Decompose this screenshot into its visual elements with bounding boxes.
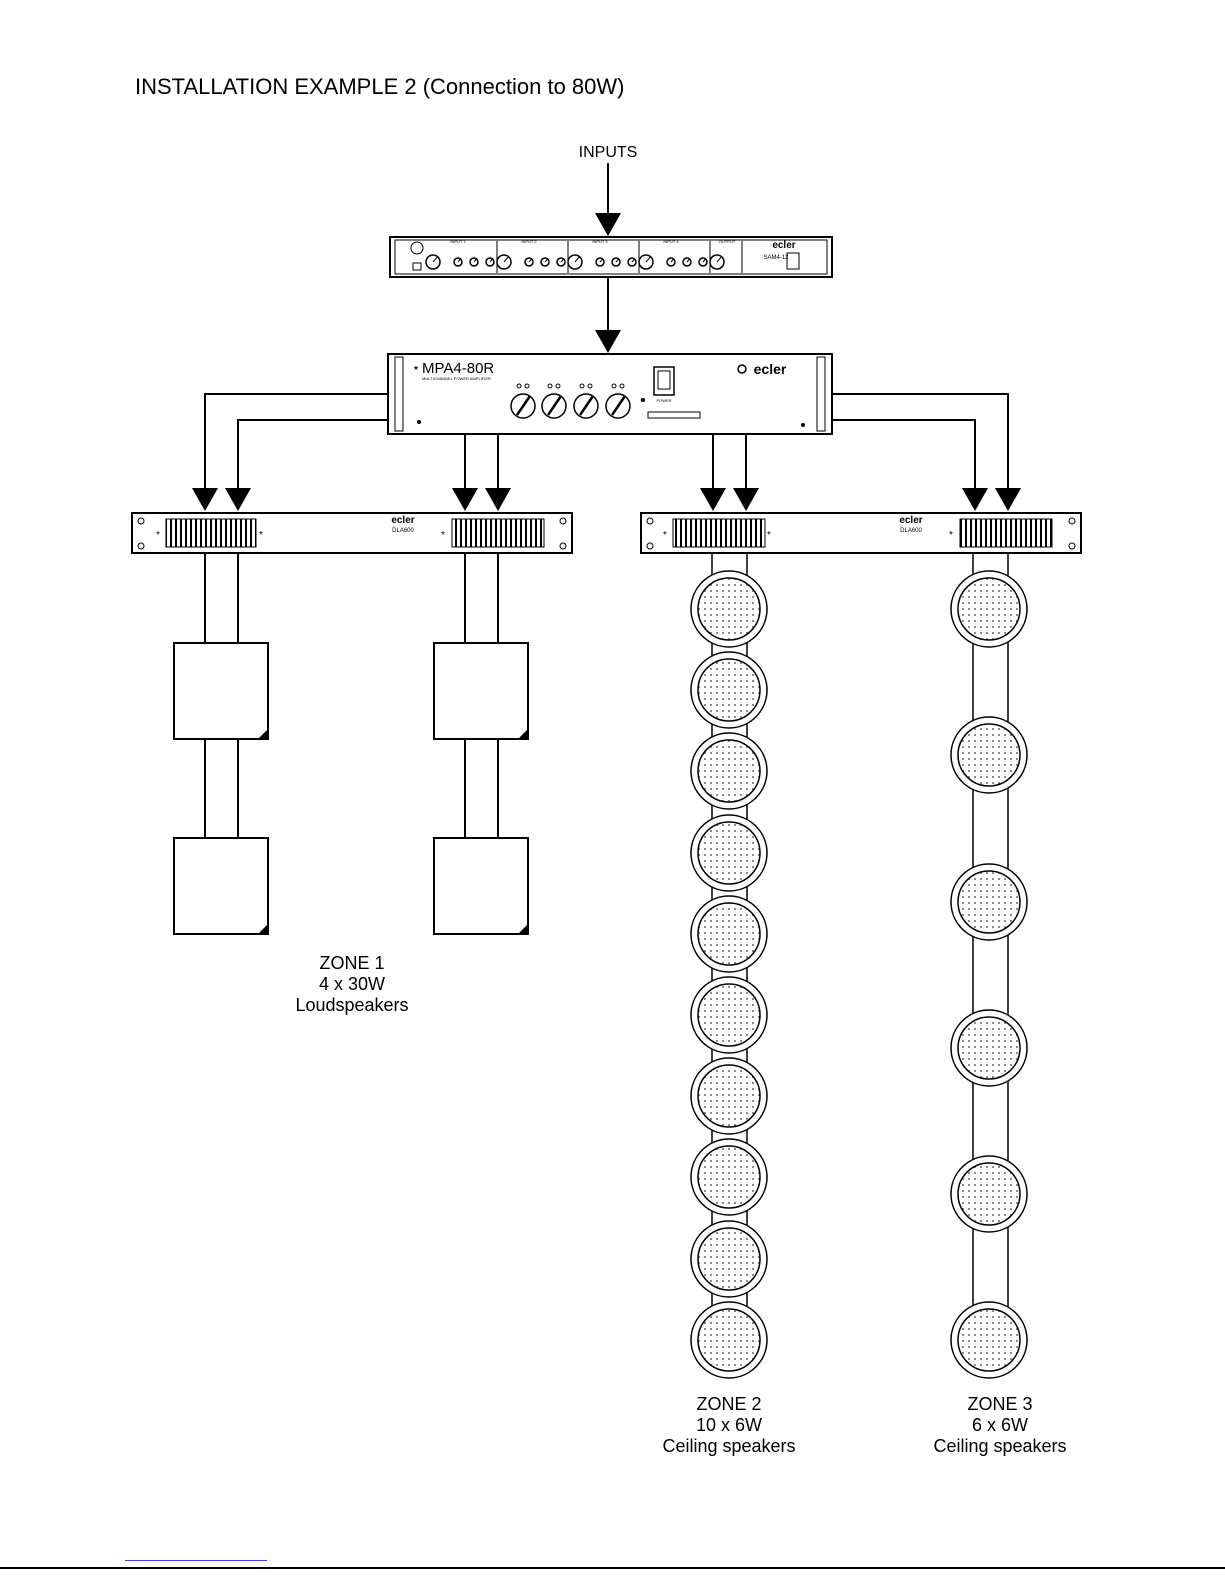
zone1-label: ZONE 1 4 x 30W Loudspeakers: [268, 953, 436, 1016]
preamp-input4-label: INPUT 4: [663, 239, 679, 244]
svg-text:*: *: [414, 365, 418, 376]
zone3-ceiling-speakers: [951, 571, 1027, 1378]
zone1-loudspeakers: [174, 643, 528, 934]
amp-power-label: POWER: [656, 398, 671, 403]
transformer-right-brand: ecler: [899, 515, 922, 526]
inputs-label: INPUTS: [579, 144, 638, 161]
loudspeaker-box: [174, 838, 268, 934]
preamp-input2-label: INPUT 2: [521, 239, 537, 244]
preamp-input1-label: INPUT 1: [450, 239, 466, 244]
preamp-brand: ecler: [772, 240, 795, 251]
input-arrow: [595, 163, 621, 236]
zone1-type: Loudspeakers: [268, 995, 436, 1016]
ceiling-speaker: [951, 1302, 1027, 1378]
transformer-unit-right: ecler DLA600 * * *: [641, 513, 1081, 553]
loudspeaker-box: [434, 643, 528, 739]
zone3-label: ZONE 3 6 x 6W Ceiling speakers: [905, 1394, 1095, 1457]
svg-text:*: *: [259, 530, 263, 541]
ceiling-speaker: [691, 652, 767, 728]
transformer-unit-left: ecler DLA600 * * *: [132, 513, 572, 553]
transformer-left-model: DLA600: [392, 528, 414, 534]
ceiling-speaker: [691, 896, 767, 972]
zone3-name: ZONE 3: [905, 1394, 1095, 1415]
transformer-left-brand: ecler: [391, 515, 414, 526]
svg-text:*: *: [663, 530, 667, 541]
zone1-name: ZONE 1: [268, 953, 436, 974]
ceiling-speaker: [951, 864, 1027, 940]
preamp-model: SAM4-12: [763, 255, 789, 261]
zone3-count: 6 x 6W: [905, 1415, 1095, 1436]
transformer-right-model: DLA600: [900, 528, 922, 534]
zone2-type: Ceiling speakers: [640, 1436, 818, 1457]
ceiling-speaker: [691, 815, 767, 891]
loudspeaker-box: [434, 838, 528, 934]
zone2-ceiling-speakers: [691, 571, 767, 1378]
zone3-type: Ceiling speakers: [905, 1436, 1095, 1457]
preamp-to-amp-arrow: [595, 278, 621, 353]
preamp-mixer-unit: INPUT 1 INPUT 2 INPUT 3 INPUT 4 OUTPUT e…: [390, 237, 832, 277]
ceiling-speaker: [691, 1139, 767, 1215]
ceiling-speaker: [951, 1156, 1027, 1232]
preamp-output-label: OUTPUT: [719, 239, 736, 244]
amp-output-arrowheads: [192, 488, 1021, 511]
footer-rule: [0, 1567, 1225, 1569]
svg-text:*: *: [949, 530, 953, 541]
footer-link-underline: [125, 1560, 267, 1561]
svg-text:*: *: [767, 530, 771, 541]
ceiling-speaker: [951, 717, 1027, 793]
ceiling-speaker: [691, 1302, 767, 1378]
ceiling-speaker: [951, 571, 1027, 647]
amp-subtitle: MULTICHANNEL POWER AMPLIFIER: [422, 376, 491, 381]
ceiling-speaker: [691, 733, 767, 809]
loudspeaker-box: [174, 643, 268, 739]
zone1-count: 4 x 30W: [268, 974, 436, 995]
ceiling-speaker: [691, 977, 767, 1053]
ceiling-speaker: [691, 571, 767, 647]
amp-model: MPA4-80R: [422, 360, 494, 377]
ceiling-speaker: [691, 1058, 767, 1134]
amp-brand: ecler: [754, 361, 787, 377]
svg-text:*: *: [156, 530, 160, 541]
power-amplifier-unit: MPA4-80R MULTICHANNEL POWER AMPLIFIER * …: [388, 354, 832, 434]
ceiling-speaker: [691, 1221, 767, 1297]
preamp-input3-label: INPUT 3: [592, 239, 608, 244]
zone2-name: ZONE 2: [640, 1394, 818, 1415]
zone2-count: 10 x 6W: [640, 1415, 818, 1436]
svg-text:*: *: [441, 530, 445, 541]
ceiling-speaker: [951, 1010, 1027, 1086]
zone2-label: ZONE 2 10 x 6W Ceiling speakers: [640, 1394, 818, 1457]
